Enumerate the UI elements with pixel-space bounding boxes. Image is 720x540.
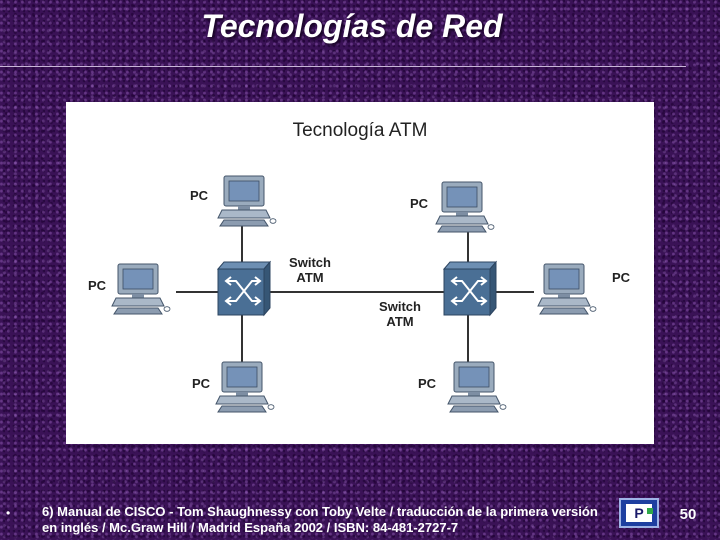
logo-mark: P xyxy=(626,504,652,522)
switch-label-right-line2: ATM xyxy=(386,314,414,329)
pc-top-left xyxy=(217,175,277,227)
switch-atm-right xyxy=(443,261,497,316)
pc-label-mid-left: PC xyxy=(88,278,107,293)
switch-label-right-line1: Switch xyxy=(379,299,421,314)
switch-label-left-line1: Switch xyxy=(289,255,331,270)
footer-reference: 6) Manual de CISCO - Tom Shaughnessy con… xyxy=(42,504,598,535)
slide-title: Tecnologías de Red xyxy=(201,8,503,44)
footer-bullet: • xyxy=(6,506,11,520)
pc-label-mid-right: PC xyxy=(612,270,631,285)
pc-label-bottom-left: PC xyxy=(192,376,211,391)
title-divider xyxy=(0,66,686,67)
pc-label-bottom-right: PC xyxy=(418,376,437,391)
pc-bottom-right xyxy=(447,361,507,413)
diagram-title: Tecnología ATM xyxy=(292,120,428,141)
network-diagram: Tecnología ATM PC PC PC PC PC PC Switch … xyxy=(66,102,654,444)
switch-atm-left xyxy=(217,261,271,316)
pc-label-top-left: PC xyxy=(190,188,209,203)
switch-label-left: Switch ATM xyxy=(278,255,342,285)
pc-label-top-right: PC xyxy=(410,196,429,211)
pc-top-right xyxy=(435,181,495,233)
switch-label-right: Switch ATM xyxy=(368,299,432,329)
pc-mid-left xyxy=(111,263,171,315)
pc-bottom-left xyxy=(215,361,275,413)
pc-mid-right xyxy=(537,263,597,315)
logo-dot xyxy=(647,508,653,514)
logo-icon: P xyxy=(619,498,659,528)
diagram-canvas xyxy=(111,175,597,413)
page-number: 50 xyxy=(679,506,697,523)
switch-label-left-line2: ATM xyxy=(296,270,324,285)
